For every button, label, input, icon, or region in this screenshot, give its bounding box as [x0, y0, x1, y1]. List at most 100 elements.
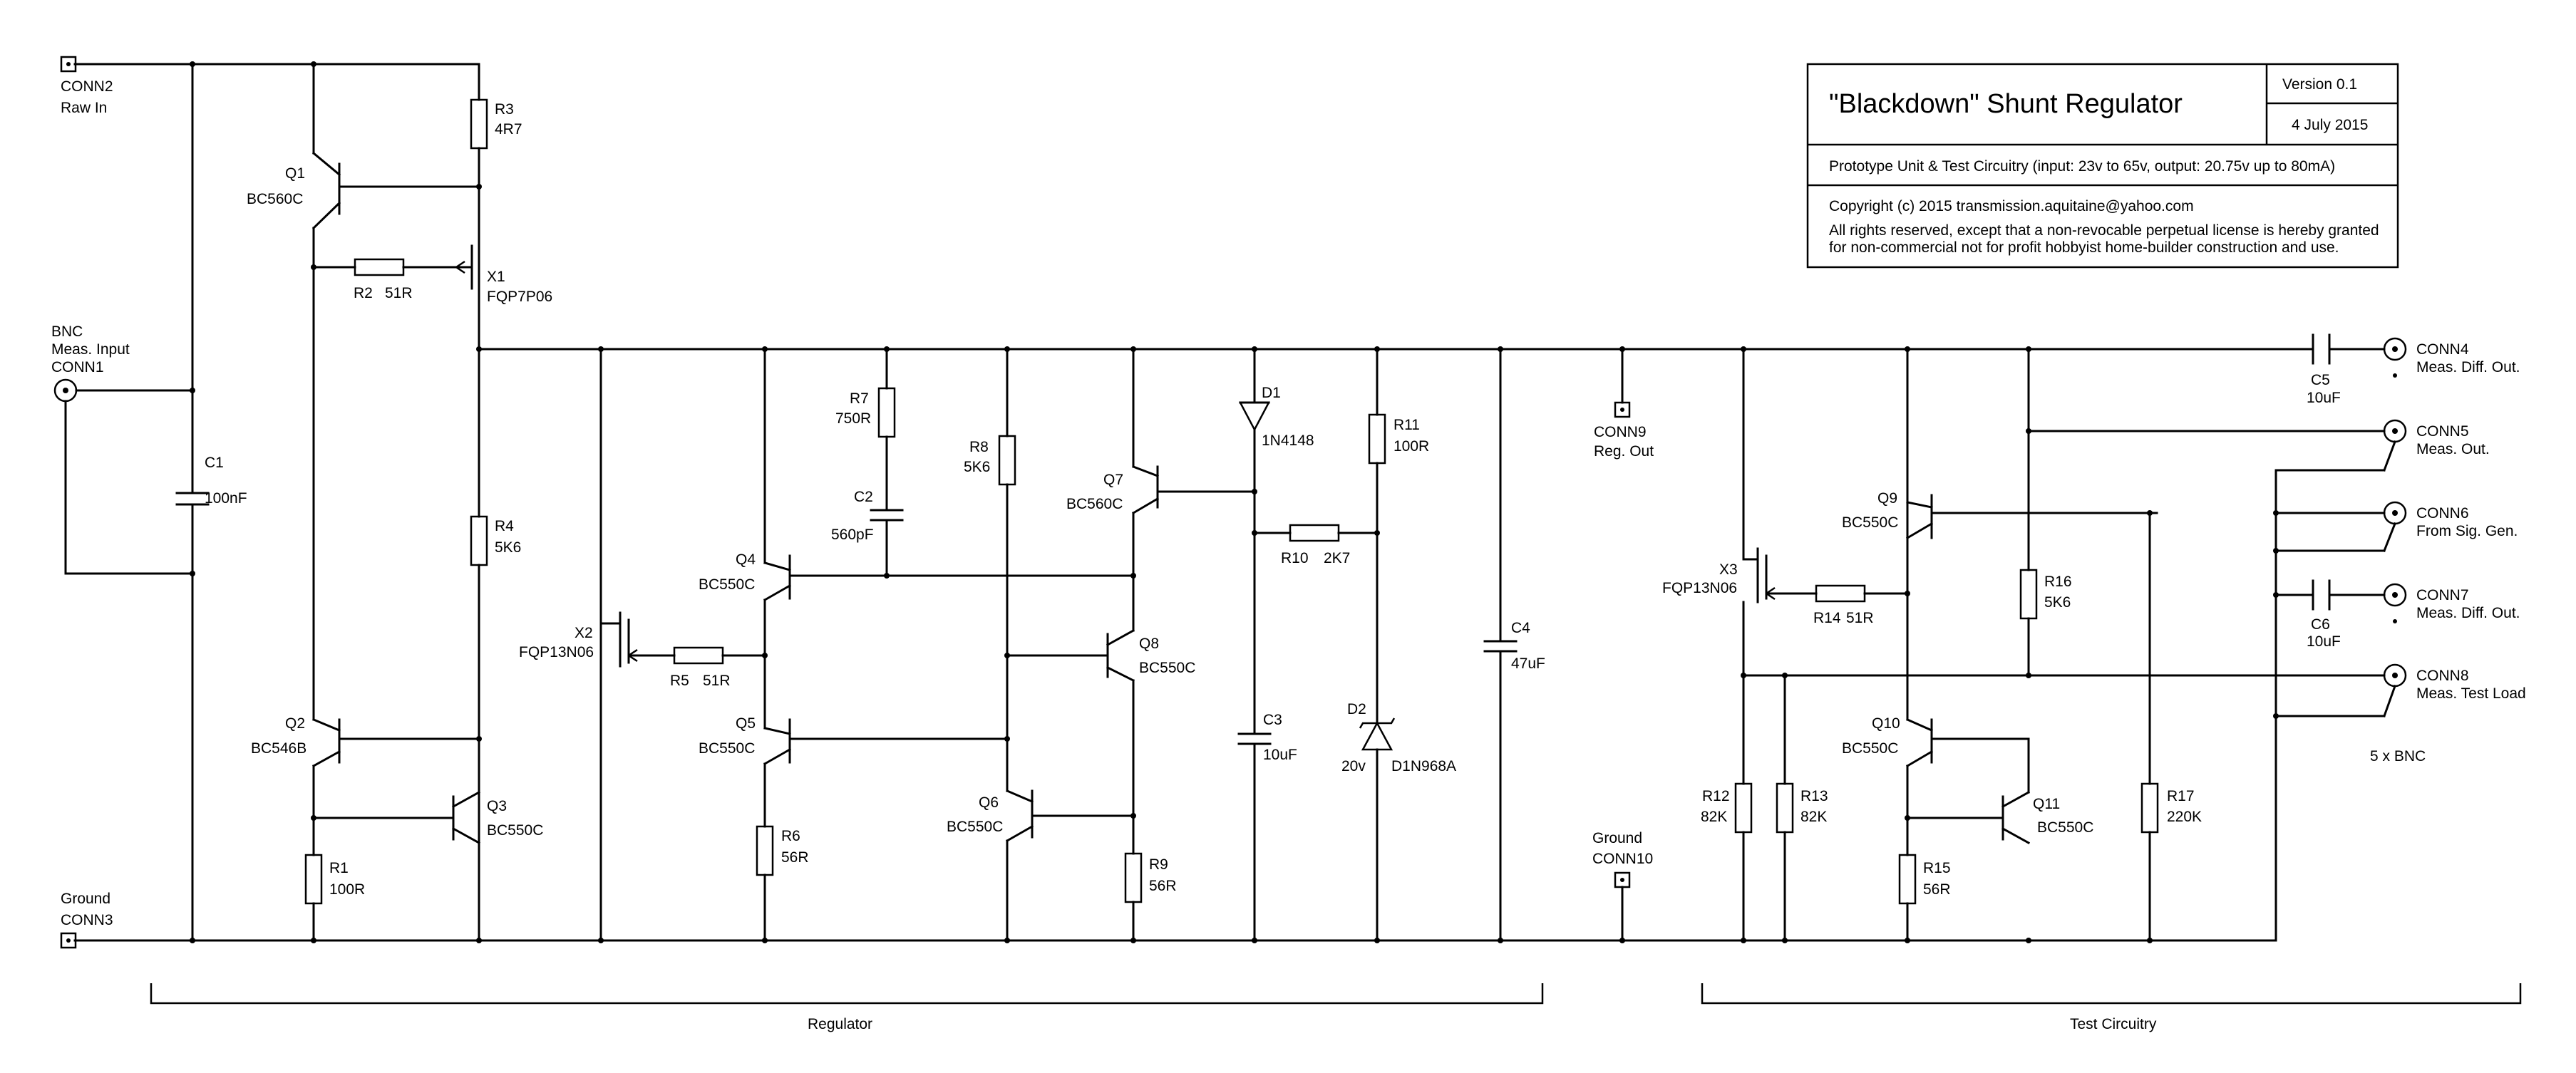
r13-value: 82K [1800, 809, 1827, 825]
q7-ref: Q7 [1103, 472, 1123, 488]
conn8-ref: CONN8 [2416, 668, 2469, 684]
q8-ref: Q8 [1139, 636, 1159, 652]
date-label: 4 July 2015 [2292, 117, 2368, 133]
q10-value: BC550C [1842, 740, 1898, 757]
d2-voltage: 20v [1341, 758, 1366, 774]
r3-value: 4R7 [495, 121, 522, 138]
r7-value: 750R [835, 410, 871, 427]
q3-ref: Q3 [487, 798, 507, 814]
conn4-label: Meas. Diff. Out. [2416, 359, 2520, 375]
r5-value: 51R [703, 673, 731, 689]
r16-value: 5K6 [2044, 594, 2071, 611]
r2-ref: R2 [354, 285, 373, 301]
conn7-ref: CONN7 [2416, 587, 2469, 603]
r11-ref: R11 [1393, 417, 1420, 433]
license-line-2: for non-commercial not for profit hobbyi… [1829, 239, 2339, 256]
conn4-ref: CONN4 [2416, 341, 2469, 358]
test-section-label: Test Circuitry [2070, 1016, 2157, 1032]
q11-ref: Q11 [2033, 796, 2060, 812]
q4-ref: Q4 [736, 551, 756, 568]
r9-ref: R9 [1149, 856, 1168, 873]
bnc-note: 5 x BNC [2370, 748, 2426, 764]
q5-value: BC550C [699, 740, 755, 757]
r13-ref: R13 [1800, 788, 1828, 804]
x1-value: FQP7P06 [487, 289, 552, 305]
conn5-ref: CONN5 [2416, 423, 2469, 440]
q11-value: BC550C [2037, 819, 2093, 836]
q7-value: BC560C [1066, 496, 1123, 512]
c5-ref: C5 [2311, 372, 2330, 388]
x1-ref: X1 [487, 269, 505, 285]
conn3-ref: CONN3 [61, 912, 113, 928]
r10-value: 2K7 [1324, 550, 1350, 566]
conn6-ref: CONN6 [2416, 505, 2469, 522]
conn5-label: Meas. Out. [2416, 441, 2490, 457]
conn8-label: Meas. Test Load [2416, 685, 2526, 702]
q2-ref: Q2 [285, 715, 305, 732]
bnc-connectors: CONN4 Meas. Diff. Out. CONN5 Meas. Out. … [2370, 337, 2526, 764]
r10-ref: R10 [1281, 550, 1309, 566]
r4-ref: R4 [495, 518, 514, 534]
q10-ref: Q10 [1872, 715, 1900, 732]
regulator-section-label: Regulator [808, 1016, 872, 1032]
r7-ref: R7 [850, 390, 869, 407]
q6-ref: Q6 [979, 794, 999, 811]
r16-ref: R16 [2044, 574, 2072, 590]
r4-value: 5K6 [495, 539, 521, 556]
conn10-ref: CONN10 [1592, 851, 1653, 867]
r1-ref: R1 [329, 860, 349, 876]
conn3-label: Ground [61, 891, 110, 907]
c2-value: 560pF [831, 527, 874, 543]
x3-value: FQP13N06 [1662, 580, 1737, 596]
q8-value: BC550C [1139, 660, 1195, 676]
r6-value: 56R [781, 849, 809, 866]
conn2-ref: CONN2 [61, 78, 113, 95]
r17-value: 220K [2167, 809, 2202, 825]
section-brackets: Regulator Test Circuitry [150, 983, 2522, 1032]
r15-value: 56R [1923, 881, 1951, 898]
d1-ref: D1 [1262, 385, 1281, 401]
r14-ref: R14 [1813, 610, 1841, 626]
c6-ref: C6 [2311, 616, 2330, 633]
x3-ref: X3 [1719, 561, 1738, 578]
x2-value: FQP13N06 [519, 644, 594, 660]
description-label: Prototype Unit & Test Circuitry (input: … [1829, 158, 2335, 175]
r11-value: 100R [1393, 438, 1429, 455]
c6-value: 10uF [2307, 633, 2341, 650]
output-terminals: CONN9 Reg. Out Ground CONN10 [1592, 348, 1654, 942]
version-label: Version 0.1 [2282, 76, 2357, 93]
c4-value: 47uF [1511, 655, 1545, 672]
conn1-ref: CONN1 [51, 359, 104, 375]
conn9-ref: CONN9 [1594, 424, 1647, 440]
conn9-label: Reg. Out [1594, 443, 1654, 460]
q1-ref: Q1 [285, 165, 305, 182]
conn1-type: BNC [51, 323, 83, 340]
d2-ref: D2 [1347, 701, 1366, 717]
license-line-1: All rights reserved, except that a non-r… [1829, 222, 2379, 239]
c2-ref: C2 [854, 489, 873, 505]
q4-value: BC550C [699, 576, 755, 593]
c3-ref: C3 [1263, 712, 1282, 728]
title-block: "Blackdown" Shunt Regulator Version 0.1 … [1806, 63, 2399, 269]
conn1-label: Meas. Input [51, 341, 130, 358]
conn6-label: From Sig. Gen. [2416, 523, 2518, 539]
c5-value: 10uF [2307, 390, 2341, 406]
r9-value: 56R [1149, 878, 1177, 894]
r8-value: 5K6 [964, 459, 990, 475]
r2-value: 51R [385, 285, 413, 301]
q9-ref: Q9 [1877, 490, 1897, 507]
junctions [190, 61, 2279, 943]
q1-value: BC560C [247, 191, 303, 207]
r15-ref: R15 [1923, 860, 1951, 876]
r14-value: 51R [1846, 610, 1874, 626]
copyright-label: Copyright (c) 2015 transmission.aquitain… [1829, 198, 2194, 214]
x2-ref: X2 [575, 625, 593, 641]
conn10-label: Ground [1592, 830, 1642, 846]
r8-ref: R8 [969, 439, 989, 455]
pass-stage: Q1 BC560C R3 4R7 R2 51R X1 FQP7P06 R4 5K… [247, 63, 552, 942]
c1-value: 100nF [205, 490, 247, 507]
r3-ref: R3 [495, 101, 514, 118]
r17-ref: R17 [2167, 788, 2195, 804]
r12-ref: R12 [1702, 788, 1730, 804]
